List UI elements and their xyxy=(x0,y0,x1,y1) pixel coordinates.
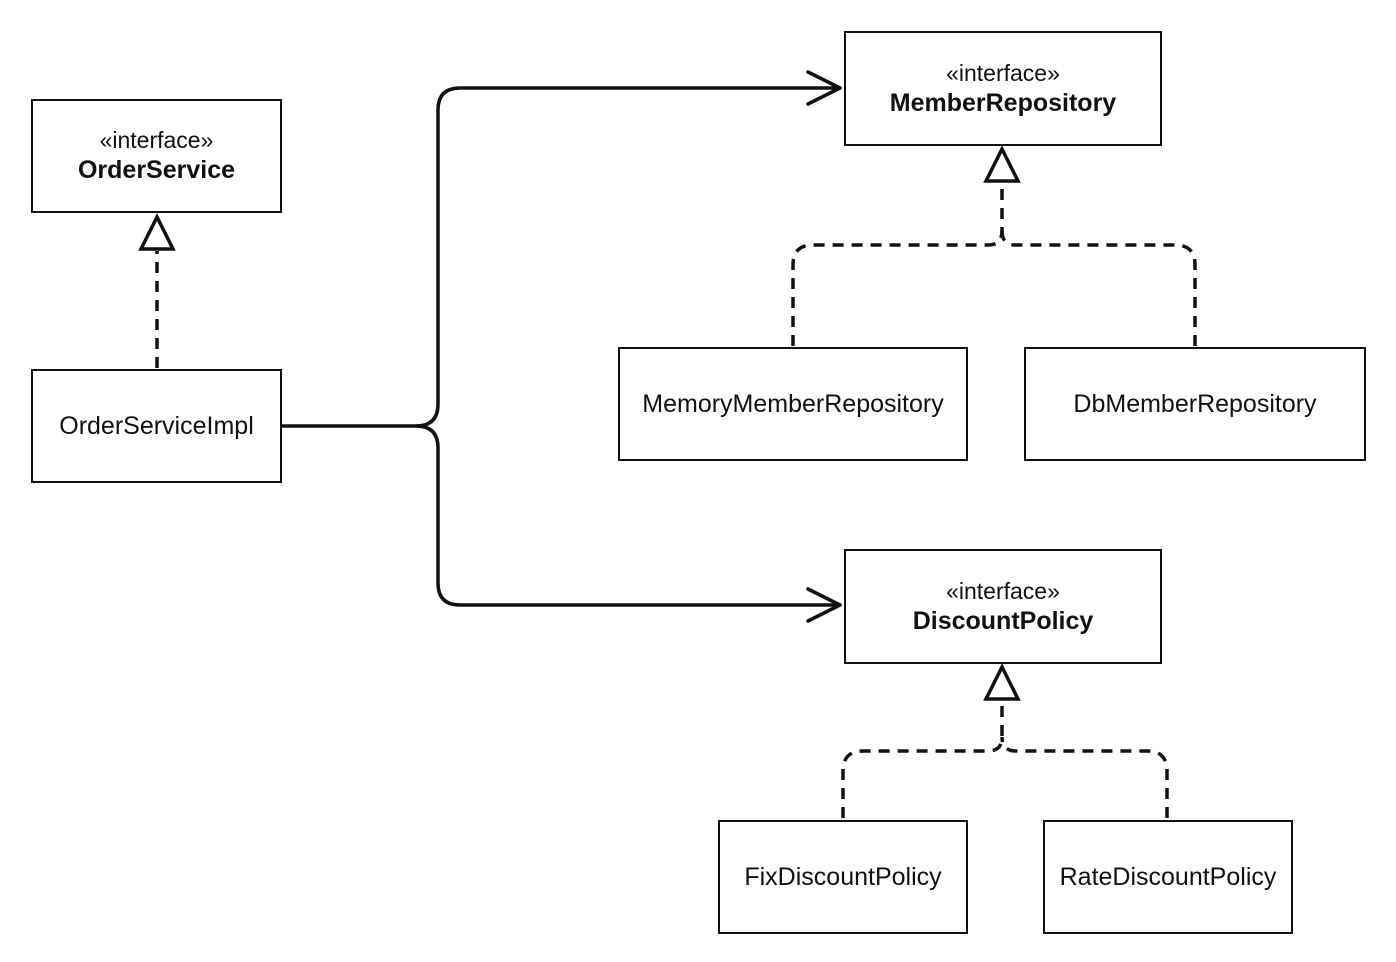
order-service-interface-box[interactable]: «interface» OrderService xyxy=(31,99,282,213)
realization-line-fix-discount-policy xyxy=(841,702,1004,818)
dependency-line-discount-policy xyxy=(414,424,842,607)
class-name: DbMemberRepository xyxy=(1073,389,1317,418)
interface-stereotype: «interface» xyxy=(946,577,1060,604)
db-member-repository-class-box[interactable]: DbMemberRepository xyxy=(1024,347,1366,461)
realization-triangle-member-repository xyxy=(983,145,1021,183)
realization-triangle-order-service xyxy=(138,213,176,251)
realization-line-rate-discount-policy xyxy=(1000,736,1169,818)
dependency-arrowhead-discount-policy xyxy=(806,587,842,623)
realization-line-memory-member-repository xyxy=(791,184,1004,346)
interface-stereotype: «interface» xyxy=(946,59,1060,86)
class-name: RateDiscountPolicy xyxy=(1059,862,1277,891)
interface-name: MemberRepository xyxy=(889,88,1117,117)
memory-member-repository-class-box[interactable]: MemoryMemberRepository xyxy=(618,347,968,461)
member-repository-interface-box[interactable]: «interface» MemberRepository xyxy=(844,31,1162,146)
fix-discount-policy-class-box[interactable]: FixDiscountPolicy xyxy=(718,820,968,934)
class-name: MemoryMemberRepository xyxy=(642,389,944,418)
class-name: OrderServiceImpl xyxy=(59,411,254,440)
realization-order-service xyxy=(138,213,176,368)
class-name: FixDiscountPolicy xyxy=(744,862,942,891)
interface-name: DiscountPolicy xyxy=(912,606,1094,635)
rate-discount-policy-class-box[interactable]: RateDiscountPolicy xyxy=(1043,820,1293,934)
realization-member-repository xyxy=(791,184,1197,346)
dependency-arrowhead-member-repository xyxy=(806,70,842,106)
realization-line-db-member-repository xyxy=(1000,230,1197,346)
interface-stereotype: «interface» xyxy=(99,127,214,153)
interface-name: OrderService xyxy=(77,156,236,184)
dependency-line-member-repository xyxy=(280,86,842,428)
order-service-impl-class-box[interactable]: OrderServiceImpl xyxy=(31,369,282,483)
discount-policy-interface-box[interactable]: «interface» DiscountPolicy xyxy=(844,549,1162,664)
realization-discount-policy xyxy=(841,702,1169,818)
dependency-arrows xyxy=(280,70,842,623)
realization-triangle-discount-policy xyxy=(983,663,1021,701)
